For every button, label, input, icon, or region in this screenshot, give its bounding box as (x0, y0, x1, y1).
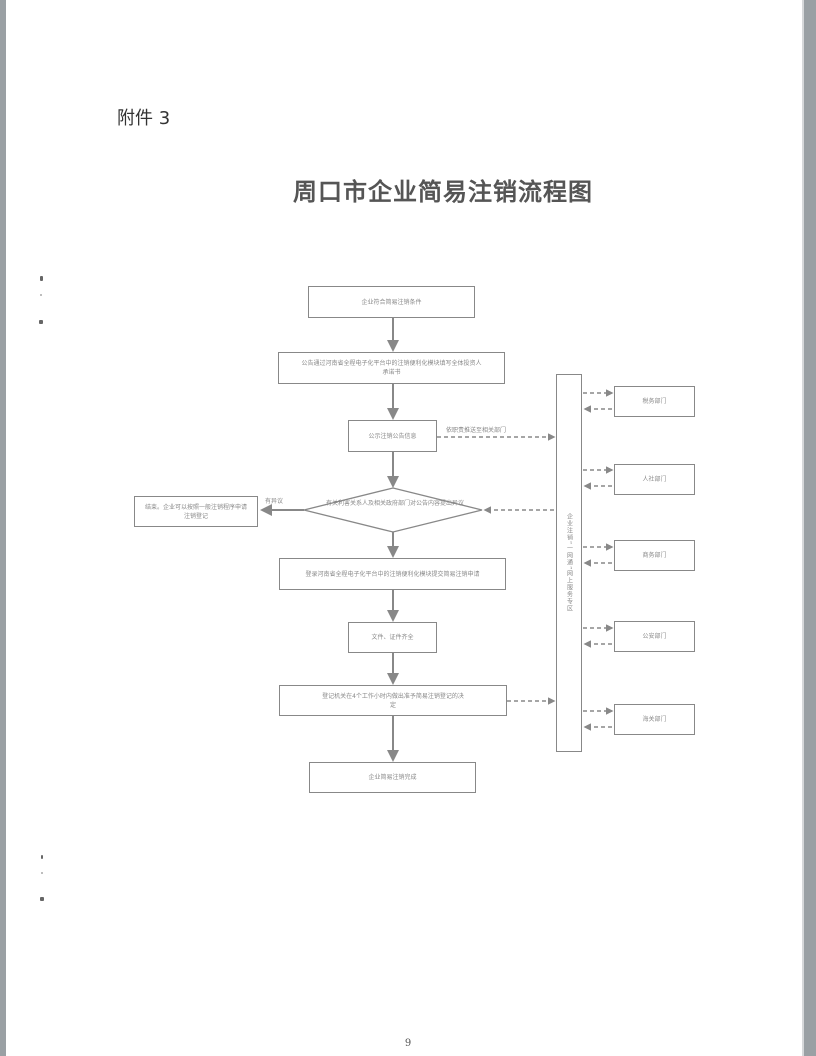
objection-label: 有异议 (265, 498, 284, 505)
dept-commerce: 商务部门 (614, 540, 695, 571)
page-number: 9 (404, 1038, 412, 1049)
dept-connectors (583, 389, 614, 731)
dept-hr-social-security: 人社部门 (614, 464, 695, 495)
step-submit-application: 登录河南省全程电子化平台中的注销便利化模块提交简易注销申请 (279, 558, 506, 590)
decision-text: 有关利害关系人及相关政府部门对公告内容提出异议 (325, 500, 464, 507)
step-complete: 企业简易注销完成 (309, 762, 476, 793)
service-lane: 企业注销“一网通”网上服务专区 (556, 374, 582, 752)
scan-mark (40, 294, 42, 296)
dept-public-security: 公安部门 (614, 621, 695, 652)
scan-mark (39, 320, 43, 324)
step-publish-notice: 公示注销公告信息 (348, 420, 437, 452)
scan-mark (40, 897, 44, 901)
scan-mark (40, 276, 43, 281)
step-eligible: 企业符合简易注销条件 (308, 286, 475, 318)
step-registration-decision: 登记机关在4个工作小时内做出准予简易注销登记的决定 (279, 685, 507, 716)
scan-mark (41, 855, 43, 859)
push-label: 依职责推送至相关部门 (446, 427, 507, 434)
attachment-label: 附件 3 (117, 108, 171, 129)
decision-diamond (303, 487, 483, 533)
dept-customs: 海关部门 (614, 704, 695, 735)
step-documents-complete: 文件、证件齐全 (348, 622, 437, 653)
page-edge-right-shadow (802, 0, 804, 1056)
scan-mark (41, 872, 43, 874)
page-edge-left (0, 0, 6, 1056)
page-title: 周口市企业简易注销流程图 (293, 178, 593, 206)
page-edge-right (804, 0, 816, 1056)
dept-tax: 税务部门 (614, 386, 695, 417)
service-lane-text: 企业注销“一网通”网上服务专区 (565, 513, 573, 613)
objection-result: 结束。企业可以按照一般注销程序申请注销登记 (134, 496, 258, 527)
step-announce-commitment: 公告通过河南省全程电子化平台中的注销便利化模块填写全体投资人承诺书 (278, 352, 505, 384)
